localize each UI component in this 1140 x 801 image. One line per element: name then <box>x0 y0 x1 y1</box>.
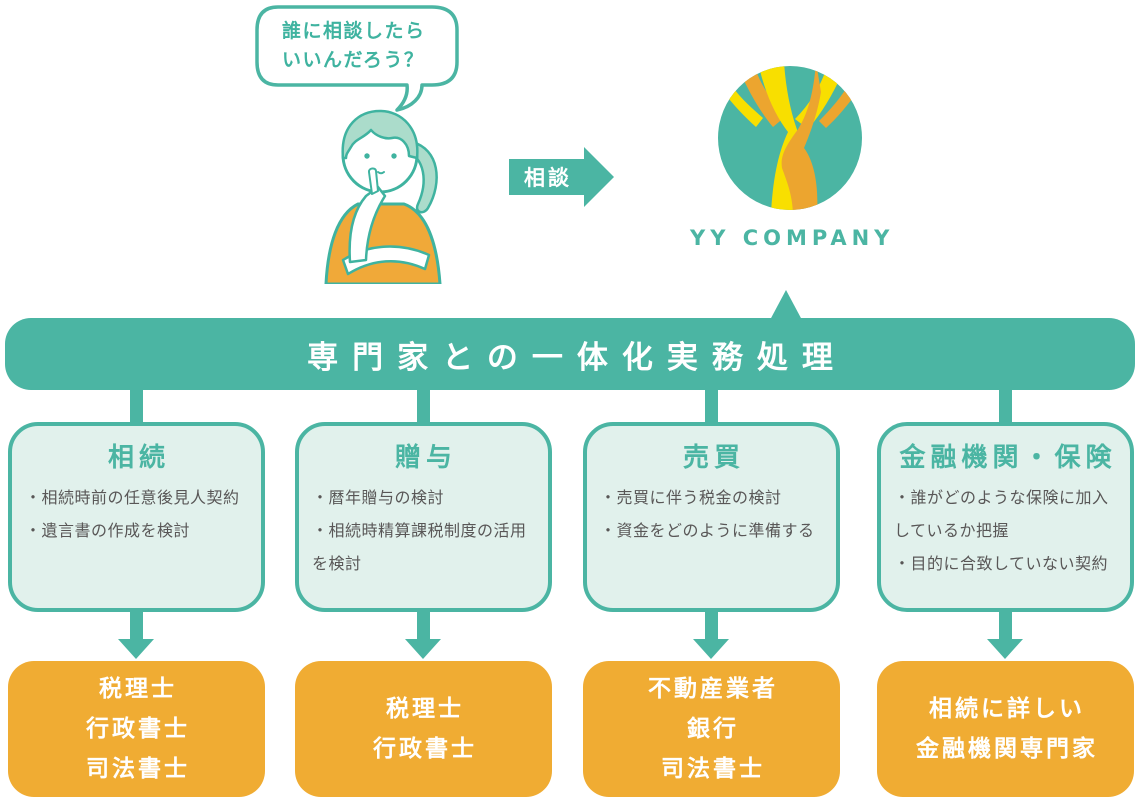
hair-front <box>341 109 419 160</box>
connector-line <box>999 388 1012 424</box>
bullet-item: ・相続時精算課税制度の活用を検討 <box>312 521 527 573</box>
banner-title: 専門家との一体化実務処理 <box>307 339 847 376</box>
category-bullets: ・誰がどのような保険に加入しているか把握 ・目的に合致していない契約 <box>894 481 1118 580</box>
banner-pointer-triangle-icon <box>770 290 802 320</box>
down-arrow-icon <box>417 612 430 640</box>
speech-bubble-text: 誰に相談したら いいんだろう？ <box>282 17 426 75</box>
bullet-item: ・売買に伴う税金の検討 <box>600 488 782 507</box>
bullet-item: ・誰がどのような保険に加入しているか把握 <box>894 488 1109 540</box>
down-arrow-icon <box>999 612 1012 640</box>
down-arrow-head-icon <box>693 639 729 659</box>
expert-name: 司法書士 <box>86 756 190 782</box>
category-bullets: ・売買に伴う税金の検討 ・資金をどのように準備する <box>600 481 824 547</box>
connector-line <box>705 388 718 424</box>
category-title: 金融機関・保険 <box>899 443 1117 473</box>
company-logo: YY COMPANY <box>690 64 890 250</box>
speech-bubble-line1: 誰に相談したら <box>282 20 426 42</box>
speech-bubble-line2: いいんだろう？ <box>282 49 425 71</box>
expert-name: 税理士 <box>386 696 464 722</box>
experts-box-sale: 不動産業者 銀行 司法書士 <box>583 661 840 797</box>
arrow-right-icon <box>584 147 614 207</box>
consult-arrow: 相談 <box>509 147 619 207</box>
raised-forearm <box>348 185 387 264</box>
bullet-item: ・目的に合致していない契約 <box>894 554 1109 573</box>
bullet-item: ・資金をどのように準備する <box>600 521 815 540</box>
expert-name: 相続に詳しい <box>929 696 1085 722</box>
category-box-sale: 売買 ・売買に伴う税金の検討 ・資金をどのように準備する <box>583 422 840 612</box>
category-box-financial-insurance: 金融機関・保険 ・誰がどのような保険に加入しているか把握 ・目的に合致していない… <box>877 422 1134 612</box>
category-title: 贈与 <box>394 443 457 473</box>
down-arrow-head-icon <box>987 639 1023 659</box>
hair-ponytail <box>404 140 438 214</box>
connector-line <box>130 388 143 424</box>
right-eye <box>391 153 397 159</box>
company-logo-icon <box>718 66 862 210</box>
speech-bubble-outline <box>255 5 459 112</box>
down-arrow-head-icon <box>405 639 441 659</box>
expert-name: 銀行 <box>687 716 739 742</box>
category-bullets: ・暦年贈与の検討 ・相続時精算課税制度の活用を検討 <box>312 481 536 580</box>
company-logo-name: YY COMPANY <box>690 226 895 250</box>
category-title: 相続 <box>107 443 170 473</box>
banner: 専門家との一体化実務処理 <box>5 318 1135 390</box>
down-arrow-icon <box>130 612 143 640</box>
thinking-person-illustration <box>324 109 442 284</box>
expert-name: 行政書士 <box>86 716 190 742</box>
expert-name: 行政書士 <box>373 736 477 762</box>
pointing-finger <box>368 167 379 195</box>
expert-name: 不動産業者 <box>648 676 778 702</box>
expert-name: 税理士 <box>99 676 177 702</box>
shirt <box>324 202 442 284</box>
category-title: 売買 <box>682 443 745 473</box>
mouth <box>377 171 385 175</box>
bullet-item: ・遺言書の作成を検討 <box>25 521 191 540</box>
category-bullets: ・相続時前の任意後見人契約 ・遺言書の作成を検討 <box>25 481 249 547</box>
experts-box-financial-insurance: 相続に詳しい 金融機関専門家 <box>877 661 1134 797</box>
category-box-gift: 贈与 ・暦年贈与の検討 ・相続時精算課税制度の活用を検討 <box>295 422 552 612</box>
bullet-item: ・暦年贈与の検討 <box>312 488 445 507</box>
speech-bubble: 誰に相談したら いいんだろう？ <box>254 4 464 116</box>
connector-line <box>417 388 430 424</box>
down-arrow-icon <box>705 612 718 640</box>
experts-box-gift: 税理士 行政書士 <box>295 661 552 797</box>
down-arrow-head-icon <box>118 639 154 659</box>
bullet-item: ・相続時前の任意後見人契約 <box>25 488 240 507</box>
expert-name: 司法書士 <box>661 756 765 782</box>
consult-arrow-label: 相談 <box>509 159 584 195</box>
category-box-inheritance: 相続 ・相続時前の任意後見人契約 ・遺言書の作成を検討 <box>8 422 265 612</box>
experts-box-inheritance: 税理士 行政書士 司法書士 <box>8 661 265 797</box>
left-eye <box>364 153 370 159</box>
expert-name: 金融機関専門家 <box>916 736 1098 762</box>
